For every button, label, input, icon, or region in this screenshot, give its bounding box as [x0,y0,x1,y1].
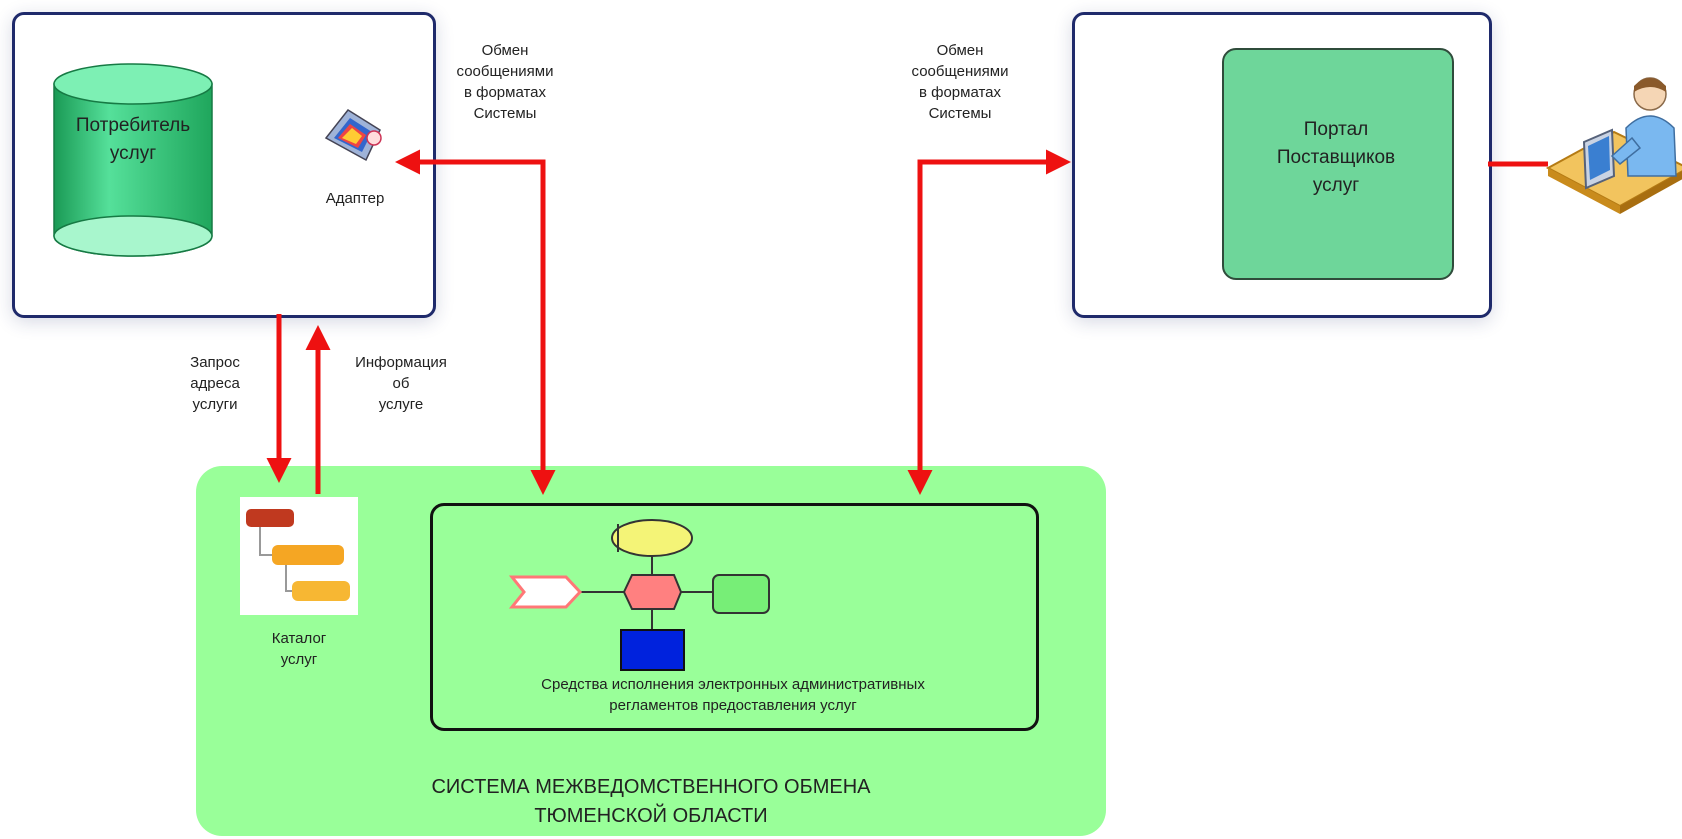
system-label: СИСТЕМА МЕЖВЕДОМСТВЕННОГО ОБМЕНА ТЮМЕНСК… [196,773,1106,831]
info-l3: услуге [378,396,424,413]
bpm-l1: Средства исполнения электронных админист… [541,676,925,693]
exchange-left-label: Обмен сообщениями в форматах Системы [440,40,570,124]
exchange-right-l1: Обмен [936,42,984,59]
info-l2: об [392,375,410,392]
portal-tile[interactable] [1222,48,1454,280]
exchange-right-l2: сообщениями [911,63,1009,80]
adapter-label: Адаптер [325,190,385,207]
adapter-icon [324,109,382,162]
info-l1: Информация [355,354,447,371]
bpm-l2: регламентов предоставления услуг [609,697,857,714]
portal-line3: услуг [1312,175,1360,196]
consumer-cylinder-icon[interactable] [53,63,213,257]
bpm-function-shape [622,574,683,610]
catalog-label: Каталог услуг [236,628,362,670]
catalog-l2: услуг [280,651,318,668]
arrow-exchange-left [395,149,556,495]
portal-line2: Поставщиков [1276,147,1396,168]
exchange-left-l3: в форматах [463,84,547,101]
bpm-task-shape [712,574,770,614]
consumer-label-line1: Потребитель [75,115,191,136]
exchange-right-l3: в форматах [918,84,1002,101]
portal-label: Портал Поставщиков услуг [1222,116,1450,200]
request-l3: услуги [192,396,238,413]
system-l2: ТЮМЕНСКОЙ ОБЛАСТИ [534,805,768,827]
info-label: Информация об услуге [336,352,466,415]
arrow-group [266,149,1548,495]
consumer-label-line2: услуг [109,143,157,164]
exchange-left-l2: сообщениями [456,63,554,80]
bpm-box [430,503,1039,731]
portal-line1: Портал [1303,119,1369,140]
exchange-left-l1: Обмен [481,42,529,59]
bpm-event-shape [508,575,583,609]
system-l1: СИСТЕМА МЕЖВЕДОМСТВЕННОГО ОБМЕНА [431,776,871,798]
request-l1: Запрос [190,354,240,371]
user-workstation-icon [1545,77,1682,214]
bpm-ellipse-shape [611,519,693,557]
exchange-right-l4: Системы [928,105,992,122]
consumer-label: Потребитель услуг [54,112,212,168]
exchange-right-label: Обмен сообщениями в форматах Системы [895,40,1025,124]
bpm-shapes [508,519,770,671]
bpm-data-shape [620,629,685,671]
catalog-tree-icon[interactable] [240,497,358,615]
catalog-l1: Каталог [271,630,327,647]
request-l2: адреса [190,375,240,392]
exchange-left-l4: Системы [473,105,537,122]
request-label: Запрос адреса услуги [170,352,260,415]
arrow-exchange-right [907,149,1071,495]
bpm-label: Средства исполнения электронных админист… [434,674,1032,716]
